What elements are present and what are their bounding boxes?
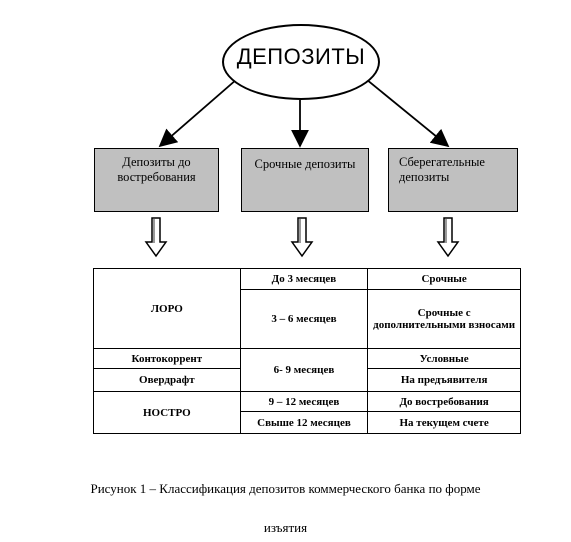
deposits-classification-table: ЛОРО До 3 месяцев Срочные 3 – 6 месяцев … [93,268,521,434]
deposits-root-ellipse [222,24,380,100]
cell-up-to-3-months: До 3 месяцев [239,268,369,290]
cell-6-9-months: 6- 9 месяцев [239,348,369,392]
figure-caption-line2: изъятия [263,520,308,535]
cell-urgent-with-extra-deposits: Срочные с дополнительными взносами [367,289,521,349]
cell-over-12-months: Свыше 12 месяцев [239,411,369,434]
cell-current-account: На текущем счете [367,411,521,434]
category-demand-deposits: Депозиты до востребования [94,148,219,212]
figure-caption-line1: Рисунок 1 – Классификация депозитов комм… [90,481,481,496]
category-savings-deposits: Сберегательные депозиты [388,148,518,212]
cell-loro: ЛОРО [93,268,241,349]
category-term-deposits: Срочные депозиты [241,148,369,212]
cell-kontokorrent: Контокоррент [93,348,241,369]
cell-conditional: Условные [367,348,521,369]
cell-9-12-months: 9 – 12 месяцев [239,391,369,412]
cell-on-demand: До востребования [367,391,521,412]
cell-3-6-months: 3 – 6 месяцев [239,289,369,349]
down-arrow-3 [436,217,460,258]
cell-nostro: НОСТРО [93,391,241,434]
table-row: ЛОРО До 3 месяцев Срочные [93,268,521,349]
table-row: Свыше 12 месяцев На текущем счете [94,411,521,434]
down-arrow-2 [290,217,314,258]
cell-bearer: На предъявителя [367,368,521,392]
cell-urgent: Срочные [367,268,521,290]
deposits-root-label: ДЕПОЗИТЫ [236,44,366,69]
table-row: 3 – 6 месяцев Срочные с дополнительными … [94,289,521,349]
cell-overdraft: Овердрафт [93,368,241,392]
table-row: Овердрафт На предъявителя [93,368,521,392]
table-row: НОСТРО 9 – 12 месяцев До востребования [93,391,521,434]
down-arrow-1 [144,217,168,258]
table-row: Контокоррент 6- 9 месяцев Условные [93,348,521,392]
